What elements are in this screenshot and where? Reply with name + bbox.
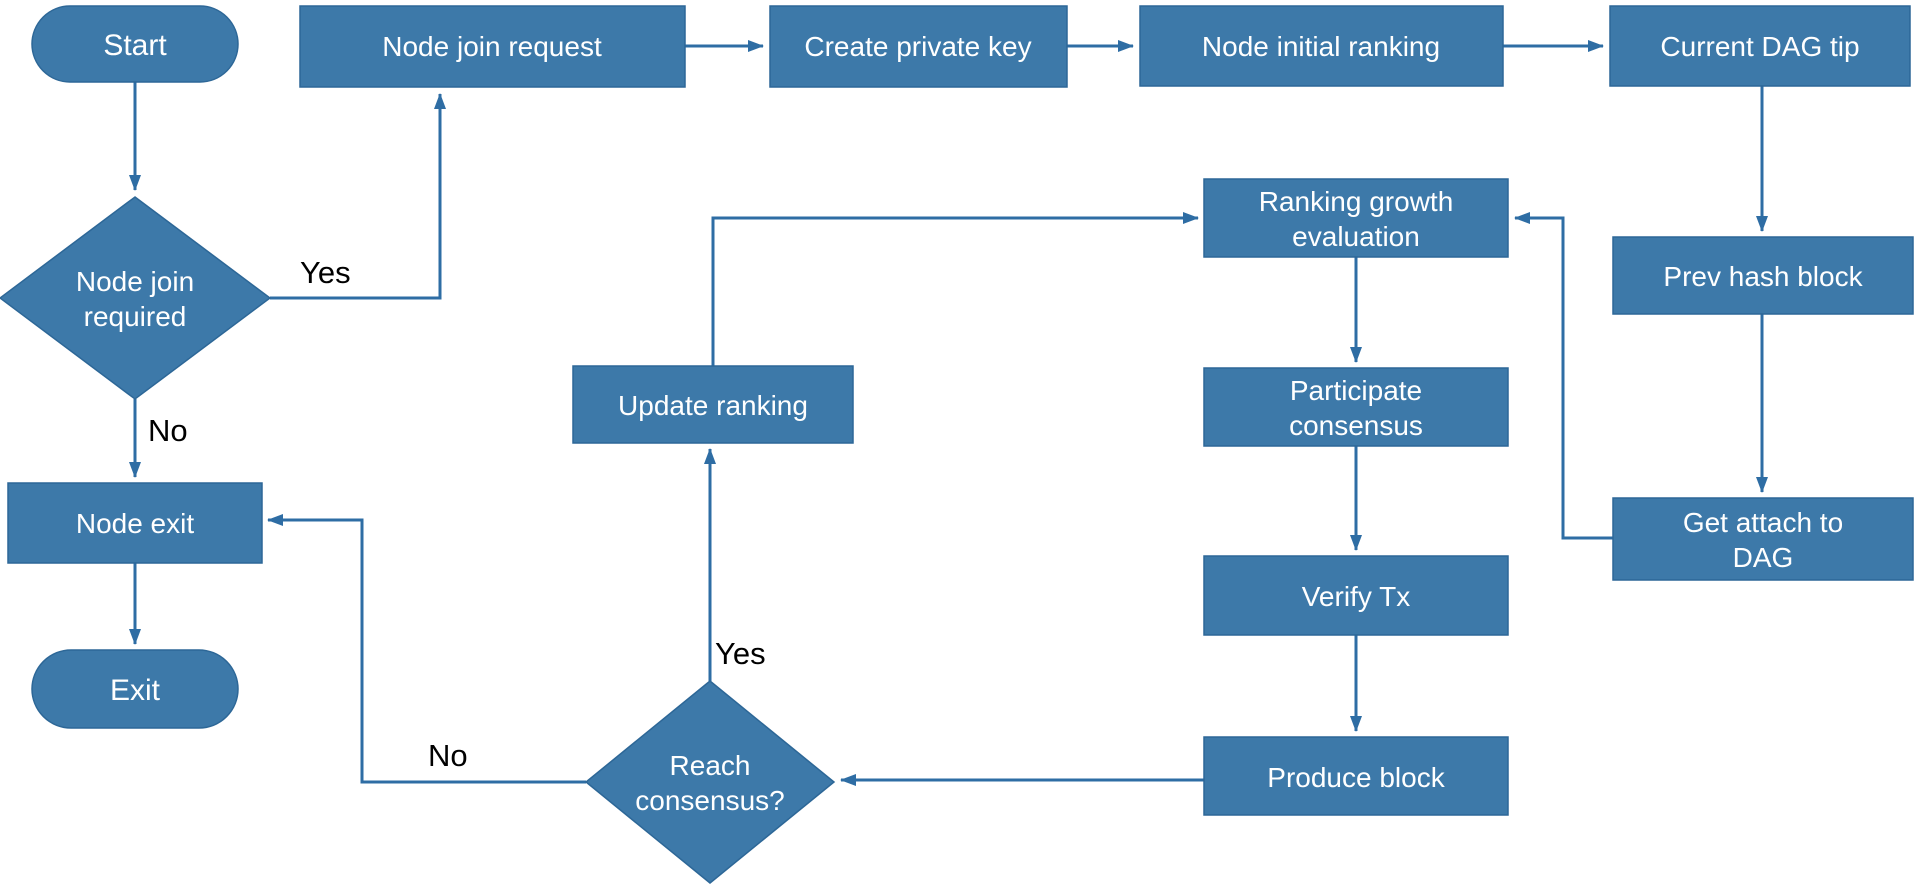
produce-block-label: Produce block	[1267, 762, 1445, 793]
update-ranking-label: Update ranking	[618, 390, 808, 421]
edge-label-consensus-yes: Yes	[715, 636, 766, 671]
ranking-growth-evaluation-shape	[1203, 178, 1509, 258]
edge-get-attach-to-dag-to-ranking-growth-evaluation	[1514, 212, 1613, 540]
get-attach-to-dag-label-line1: Get attach to	[1683, 507, 1843, 538]
create-private-key-label: Create private key	[804, 31, 1031, 62]
reach-consensus-label-line2: consensus?	[635, 785, 784, 816]
node-join-request-shape	[299, 5, 686, 88]
prev-hash-block-label: Prev hash block	[1663, 261, 1863, 292]
reach-consensus-diamond-shape	[584, 680, 836, 884]
node-initial-ranking-label: Node initial ranking	[1202, 31, 1440, 62]
edge-node-join-required-yes-to-node-join-request	[270, 93, 446, 300]
ranking-growth-evaluation-label-line1: Ranking growth	[1259, 186, 1454, 217]
produce-block-shape	[1203, 736, 1509, 816]
node-get-attach-to-dag: Get attach to DAG	[1612, 497, 1914, 581]
node-reach-consensus-decision: Reach consensus?	[584, 680, 836, 884]
verify-tx-label: Verify Tx	[1302, 581, 1410, 612]
start-terminator-shape	[31, 5, 239, 83]
reach-consensus-label-line1: Reach	[670, 750, 751, 781]
edge-label-join-yes: Yes	[300, 255, 351, 290]
create-private-key-shape	[769, 5, 1068, 88]
node-initial-ranking: Node initial ranking	[1139, 5, 1504, 87]
participate-consensus-label-line1: Participate	[1290, 375, 1422, 406]
start-label: Start	[103, 29, 167, 62]
node-join-required-label-line2: required	[84, 301, 187, 332]
node-update-ranking: Update ranking	[572, 365, 854, 444]
exit-label: Exit	[110, 674, 161, 707]
get-attach-to-dag-label-line2: DAG	[1733, 542, 1794, 573]
node-current-dag-tip: Current DAG tip	[1609, 5, 1911, 87]
node-join-required-decision: Node join required	[0, 196, 272, 400]
node-ranking-growth-evaluation: Ranking growth evaluation	[1203, 178, 1509, 258]
prev-hash-block-shape	[1612, 236, 1914, 315]
node-terminator-exit: Exit	[31, 649, 239, 729]
edge-label-join-no: No	[148, 413, 188, 448]
node-verify-tx: Verify Tx	[1203, 555, 1509, 636]
current-dag-tip-shape	[1609, 5, 1911, 87]
participate-consensus-label-line2: consensus	[1289, 410, 1423, 441]
node-join-request: Node join request	[299, 5, 686, 88]
exit-terminator-shape	[31, 649, 239, 729]
node-join-required-diamond-shape	[0, 196, 272, 400]
update-ranking-shape	[572, 365, 854, 444]
edge-reach-consensus-no-to-node-exit	[267, 514, 586, 784]
ranking-growth-evaluation-label-line2: evaluation	[1292, 221, 1420, 252]
node-produce-block: Produce block	[1203, 736, 1509, 816]
node-exit-process: Node exit	[7, 482, 263, 564]
edge-update-ranking-to-ranking-growth-evaluation	[711, 212, 1199, 366]
node-join-request-label: Node join request	[382, 31, 602, 62]
participate-consensus-shape	[1203, 367, 1509, 447]
verify-tx-shape	[1203, 555, 1509, 636]
node-exit-shape	[7, 482, 263, 564]
edge-label-consensus-no: No	[428, 738, 468, 773]
node-prev-hash-block: Prev hash block	[1612, 236, 1914, 315]
node-exit-label: Node exit	[76, 508, 195, 539]
node-create-private-key: Create private key	[769, 5, 1068, 88]
node-initial-ranking-shape	[1139, 5, 1504, 87]
get-attach-to-dag-shape	[1612, 497, 1914, 581]
node-start: Start	[31, 5, 239, 83]
node-participate-consensus: Participate consensus	[1203, 367, 1509, 447]
node-join-required-label-line1: Node join	[76, 266, 194, 297]
current-dag-tip-label: Current DAG tip	[1660, 31, 1859, 62]
